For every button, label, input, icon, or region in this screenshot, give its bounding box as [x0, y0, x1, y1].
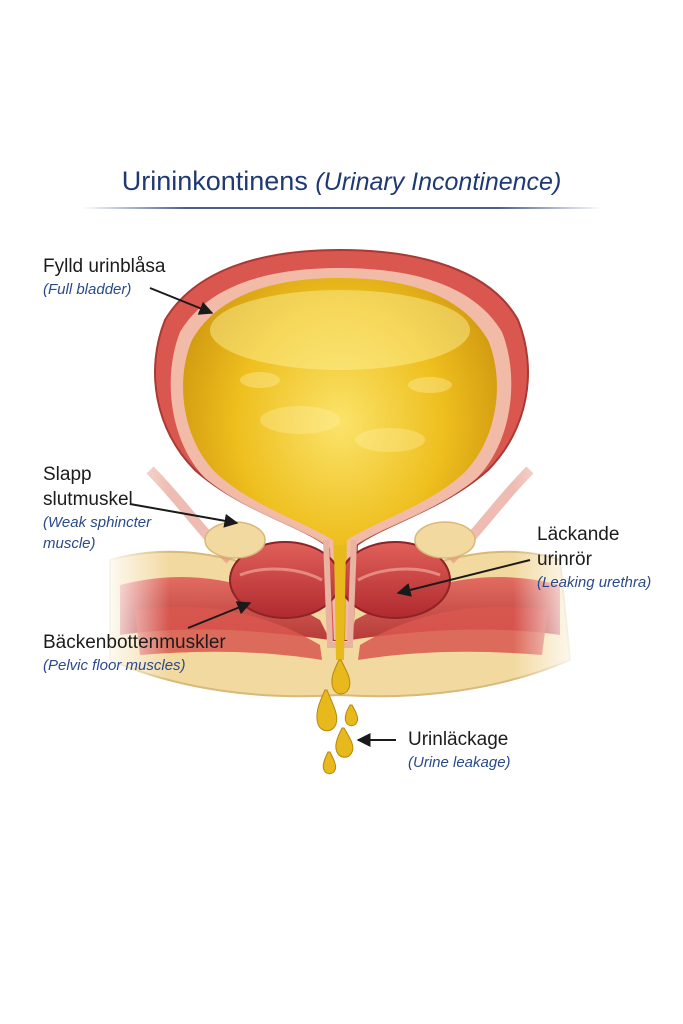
label-full-bladder-sv: Fylld urinblåsa: [43, 256, 166, 277]
arrow-urethra: [396, 559, 531, 597]
label-leaking-urethra-sv1: Läckande: [537, 524, 620, 545]
label-leaking-urethra-en: (Leaking urethra): [537, 574, 652, 591]
label-weak-sphincter-sv1: Slapp: [43, 464, 92, 485]
label-full-bladder-en: (Full bladder): [43, 281, 132, 298]
label-urine-leakage: Urinläckage (Urine leakage): [408, 727, 511, 773]
diagram-title: Urininkontinens (Urinary Incontinence): [0, 166, 683, 197]
sphincter-muscle: [204, 521, 476, 619]
label-urine-leakage-en: (Urine leakage): [408, 754, 511, 771]
label-leaking-urethra: Läckande urinrör (Leaking urethra): [537, 522, 651, 593]
title-divider: [82, 207, 602, 209]
label-weak-sphincter-sv2: slutmuskel: [43, 489, 133, 510]
arrow-bladder: [149, 287, 214, 315]
label-pelvic-floor: Bäckenbottenmuskler (Pelvic floor muscle…: [43, 630, 226, 676]
title-english: (Urinary Incontinence): [315, 168, 562, 196]
urine-fill: [183, 278, 497, 640]
label-weak-sphincter: Slapp slutmuskel (Weak sphincter muscle): [43, 462, 151, 554]
urethra: [323, 539, 357, 660]
label-pelvic-floor-sv: Bäckenbottenmuskler: [43, 632, 226, 653]
arrow-sphincter: [129, 503, 239, 528]
title-swedish: Urininkontinens: [121, 166, 308, 196]
label-arrows: [129, 287, 531, 747]
label-weak-sphincter-en1: (Weak sphincter: [43, 514, 152, 531]
urine-drops: [316, 659, 359, 775]
label-full-bladder: Fylld urinblåsa (Full bladder): [43, 254, 166, 300]
label-leaking-urethra-sv2: urinrör: [537, 549, 592, 570]
label-weak-sphincter-en2: muscle): [43, 535, 96, 552]
arrow-pelvic: [187, 601, 252, 629]
label-urine-leakage-sv: Urinläckage: [408, 729, 509, 750]
label-pelvic-floor-en: (Pelvic floor muscles): [43, 657, 186, 674]
